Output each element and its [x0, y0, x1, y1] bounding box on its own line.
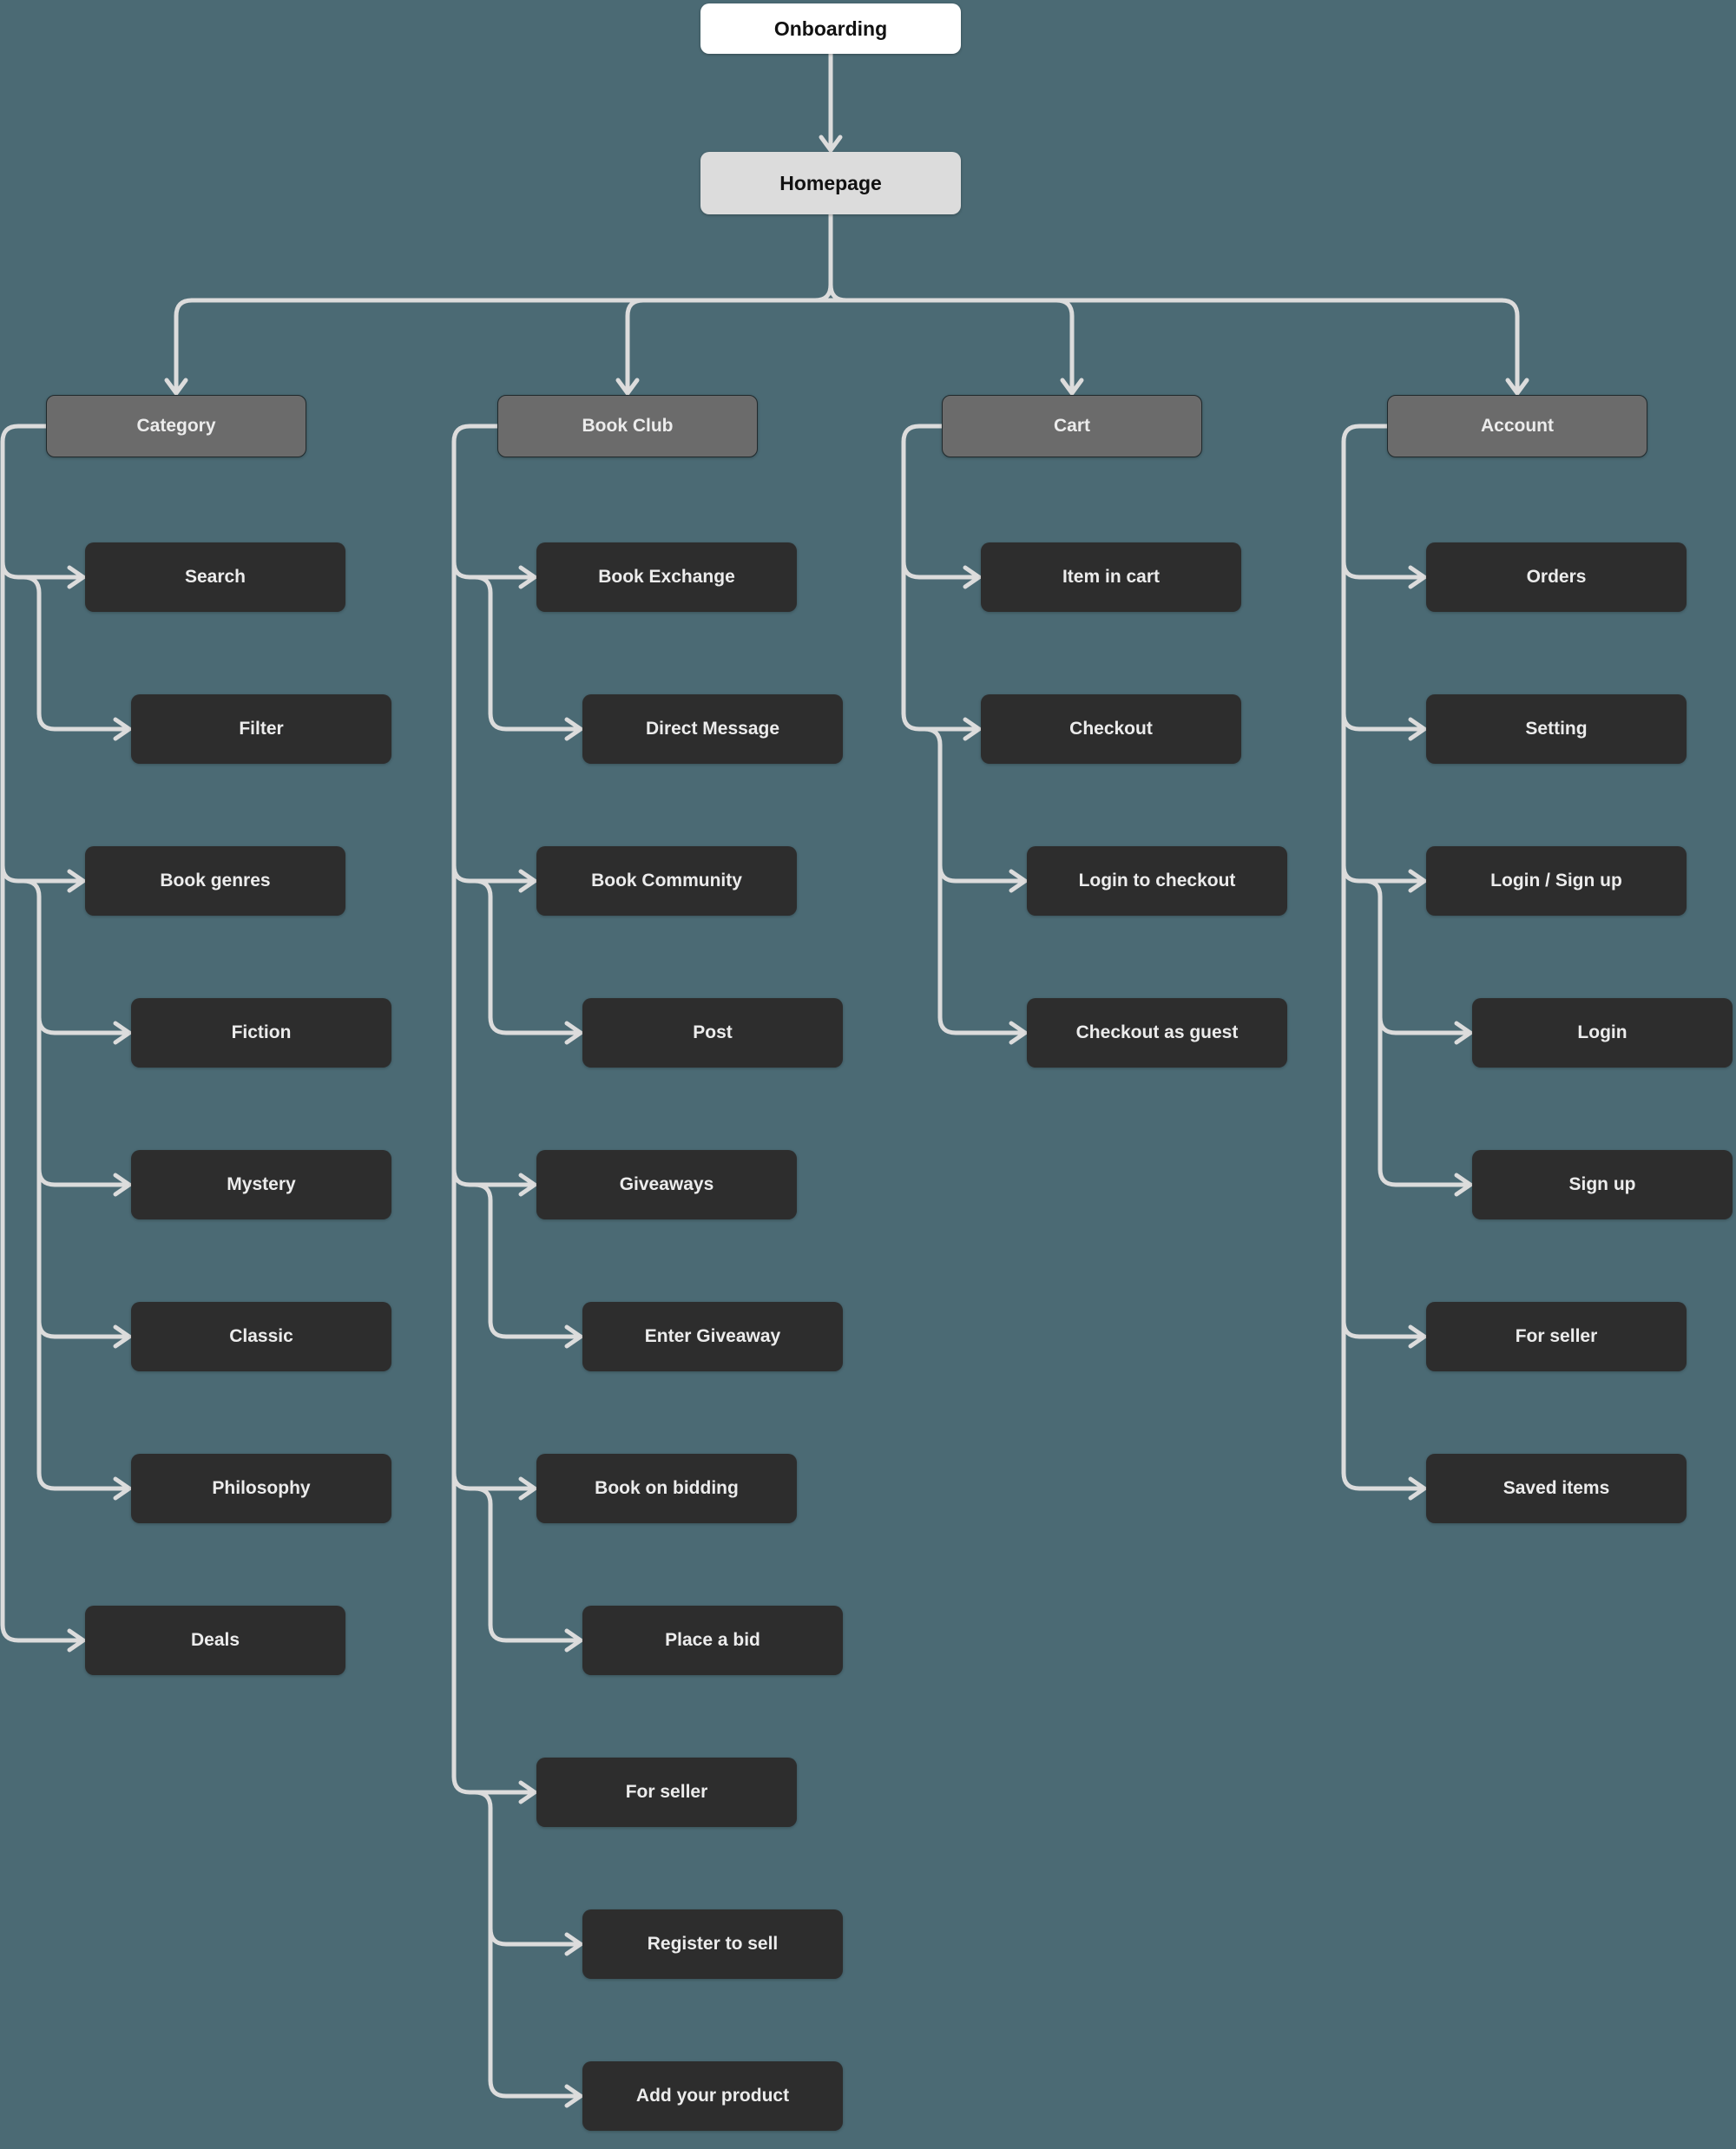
node-deals[interactable]: Deals: [85, 1606, 345, 1675]
node-sign-up[interactable]: Sign up: [1472, 1150, 1733, 1219]
node-book-exchange[interactable]: Book Exchange: [536, 542, 797, 612]
node-label: Enter Giveaway: [644, 1325, 781, 1346]
node-label: Checkout: [1069, 718, 1153, 739]
node-checkout-as-guest[interactable]: Checkout as guest: [1027, 998, 1287, 1068]
node-saved-items[interactable]: Saved items: [1426, 1454, 1687, 1523]
node-checkout[interactable]: Checkout: [981, 694, 1241, 764]
node-cart[interactable]: Cart: [942, 395, 1202, 457]
node-direct-message[interactable]: Direct Message: [582, 694, 843, 764]
node-book-on-bidding[interactable]: Book on bidding: [536, 1454, 797, 1523]
node-label: Book on bidding: [595, 1477, 739, 1498]
node-label: Book Exchange: [598, 566, 735, 587]
node-giveaways[interactable]: Giveaways: [536, 1150, 797, 1219]
node-label: Account: [1481, 415, 1554, 436]
node-label: Book genres: [160, 870, 271, 890]
node-label: Giveaways: [619, 1173, 714, 1194]
node-label: Saved items: [1503, 1477, 1610, 1498]
node-label: For seller: [625, 1781, 708, 1802]
node-onboarding[interactable]: Onboarding: [700, 3, 961, 54]
node-setting[interactable]: Setting: [1426, 694, 1687, 764]
node-book-genres[interactable]: Book genres: [85, 846, 345, 916]
node-search[interactable]: Search: [85, 542, 345, 612]
node-account[interactable]: Account: [1387, 395, 1647, 457]
node-add-your-product[interactable]: Add your product: [582, 2061, 843, 2131]
node-enter-giveaway[interactable]: Enter Giveaway: [582, 1302, 843, 1371]
node-label: Item in cart: [1062, 566, 1161, 587]
node-book-club[interactable]: Book Club: [497, 395, 758, 457]
node-philosophy[interactable]: Philosophy: [131, 1454, 391, 1523]
node-place-a-bid[interactable]: Place a bid: [582, 1606, 843, 1675]
node-orders[interactable]: Orders: [1426, 542, 1687, 612]
node-book-community[interactable]: Book Community: [536, 846, 797, 916]
node-label: Filter: [239, 718, 284, 739]
node-register-to-sell[interactable]: Register to sell: [582, 1909, 843, 1979]
node-label: For seller: [1515, 1325, 1598, 1346]
node-login-sign-up[interactable]: Login / Sign up: [1426, 846, 1687, 916]
node-label: Classic: [229, 1325, 293, 1346]
node-label: Category: [136, 415, 216, 436]
node-label: Book Club: [582, 415, 674, 436]
node-label: Sign up: [1568, 1173, 1636, 1194]
node-item-in-cart[interactable]: Item in cart: [981, 542, 1241, 612]
node-label: Place a bid: [665, 1629, 760, 1650]
node-for-seller[interactable]: For seller: [536, 1758, 797, 1827]
node-classic[interactable]: Classic: [131, 1302, 391, 1371]
node-label: Register to sell: [647, 1933, 779, 1954]
node-label: Onboarding: [773, 16, 888, 40]
node-category[interactable]: Category: [46, 395, 306, 457]
node-mystery[interactable]: Mystery: [131, 1150, 391, 1219]
node-homepage[interactable]: Homepage: [700, 152, 961, 214]
node-label: Post: [693, 1022, 733, 1042]
node-label: Fiction: [231, 1022, 292, 1042]
node-label: Add your product: [635, 2085, 790, 2106]
node-login[interactable]: Login: [1472, 998, 1733, 1068]
node-label: Mystery: [227, 1173, 296, 1194]
node-post[interactable]: Post: [582, 998, 843, 1068]
node-label: Login to checkout: [1078, 870, 1236, 890]
node-label: Cart: [1053, 415, 1090, 436]
node-label: Orders: [1526, 566, 1587, 587]
node-label: Login: [1577, 1022, 1628, 1042]
node-label: Search: [184, 566, 247, 587]
node-label: Philosophy: [212, 1477, 311, 1498]
node-label: Direct Message: [645, 718, 780, 739]
node-fiction[interactable]: Fiction: [131, 998, 391, 1068]
node-label: Book Community: [591, 870, 742, 890]
node-label: Checkout as guest: [1075, 1022, 1239, 1042]
node-filter[interactable]: Filter: [131, 694, 391, 764]
node-label: Setting: [1525, 718, 1588, 739]
node-label: Homepage: [779, 171, 882, 194]
node-login-to-checkout[interactable]: Login to checkout: [1027, 846, 1287, 916]
node-label: Deals: [190, 1629, 240, 1650]
node-label: Login / Sign up: [1490, 870, 1622, 890]
node-for-seller[interactable]: For seller: [1426, 1302, 1687, 1371]
